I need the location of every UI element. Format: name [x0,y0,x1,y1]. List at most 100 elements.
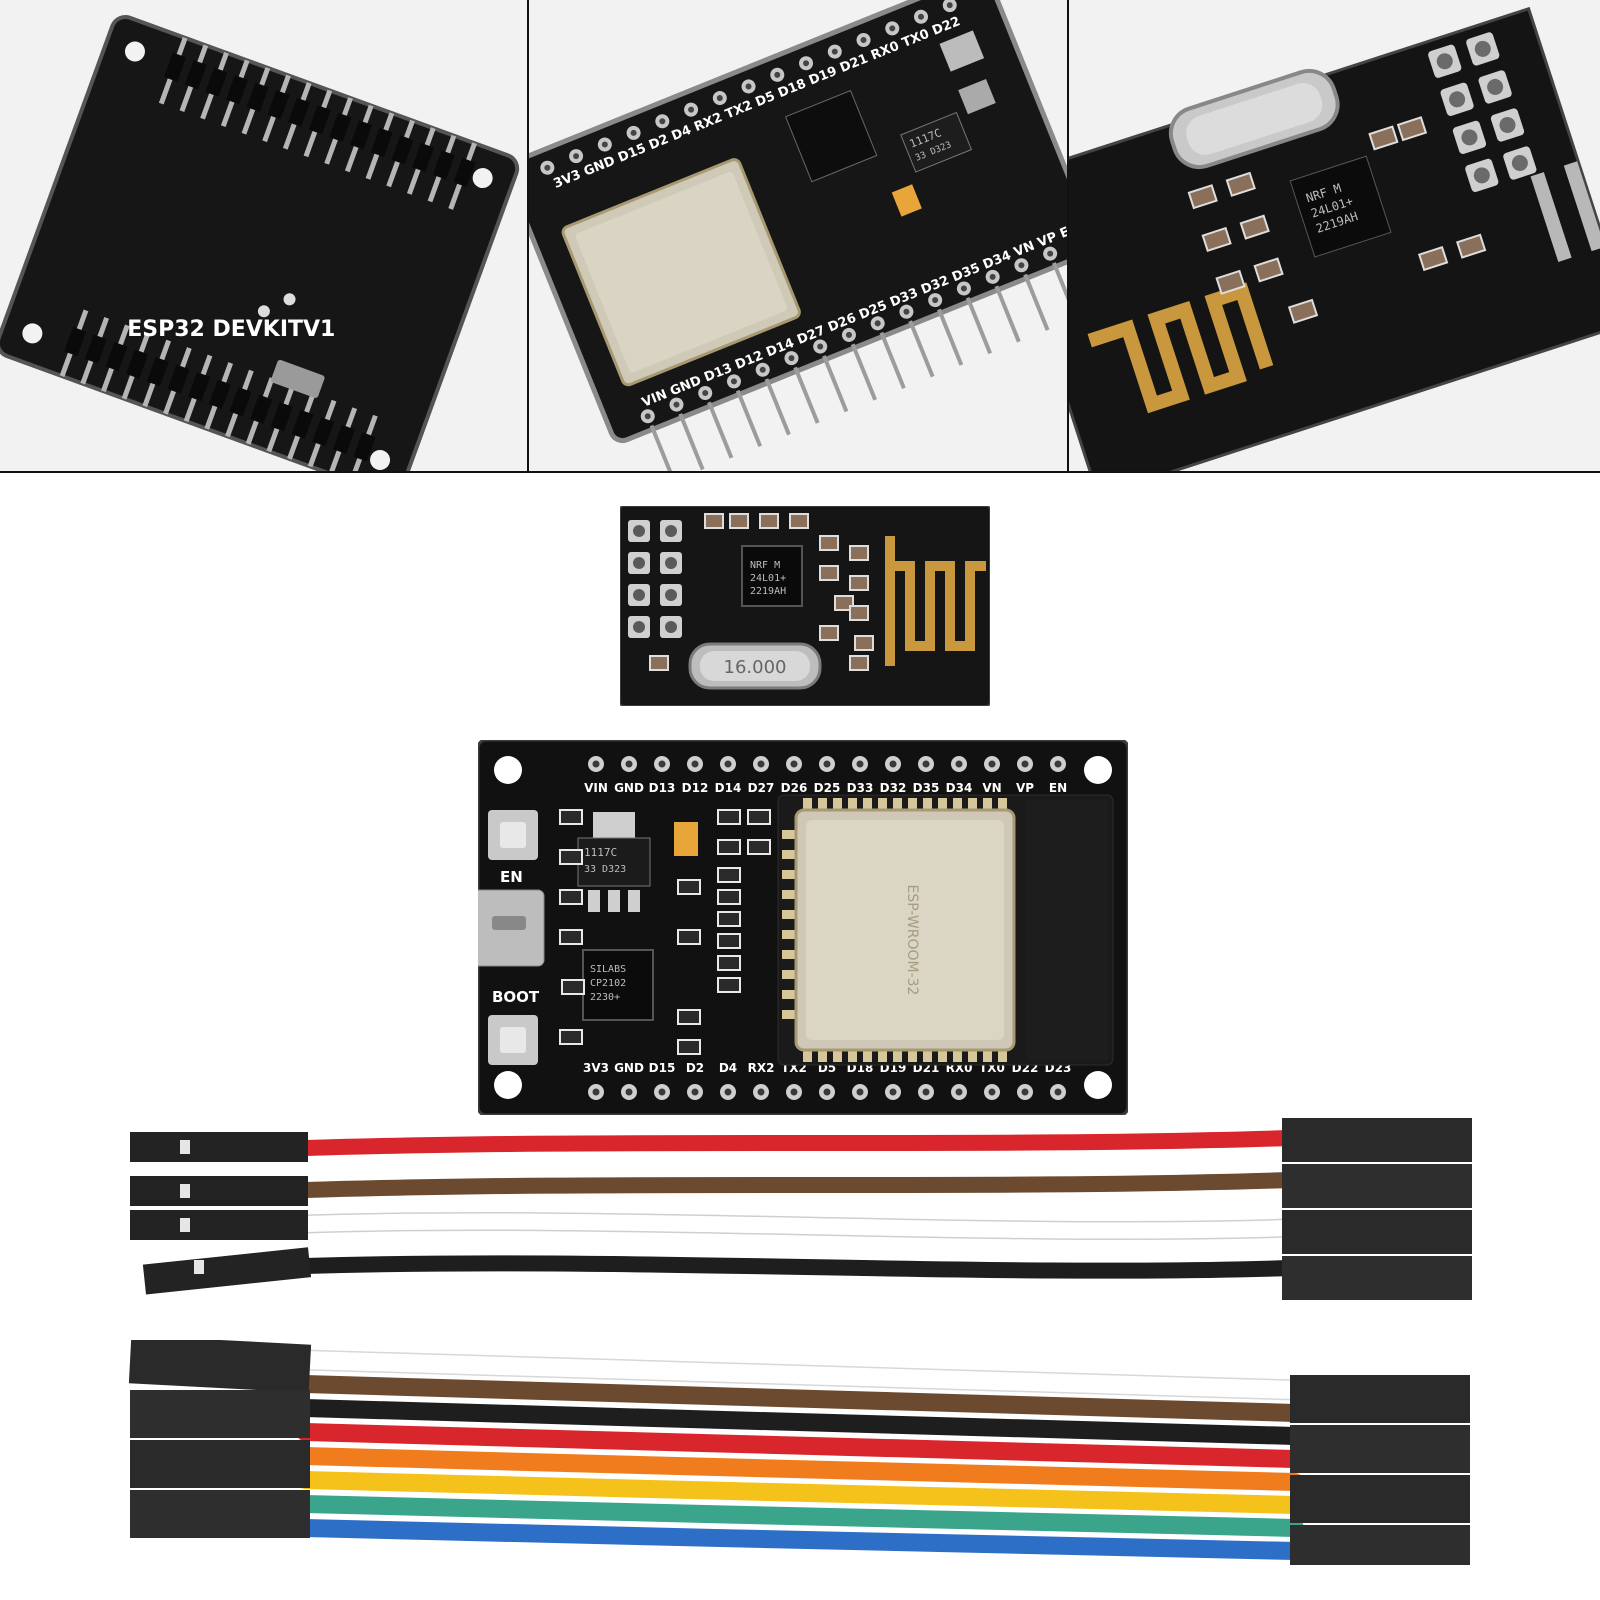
pin-label-top: D12 [682,781,709,795]
smd-component [717,955,741,971]
smd-component [717,977,741,993]
jumper-wire [296,1423,1304,1468]
jumper-wire [296,1471,1304,1514]
smd-component [849,545,869,561]
jumper-wire [297,1130,1298,1156]
smd-component [717,933,741,949]
smd-component [677,879,701,895]
smd-component [759,513,779,529]
smd-component [561,979,585,995]
smd-component [1287,298,1319,324]
smd-component [819,565,839,581]
jumper-wire [296,1495,1304,1537]
smd-component [1396,116,1428,142]
jumper-wire [296,1519,1304,1560]
regulator-code: 33 D323 [584,864,626,875]
smd-component [717,809,741,825]
smd-component [559,1029,583,1045]
nrf24l01-module: NRF M 24L01+ 2219AH 16.000 [620,506,990,706]
module-antenna-area [1026,800,1108,1060]
nrf-chip-line-1: NRF M [750,560,780,571]
board-silk-label: ESP32 DEVKITV1 [127,317,335,342]
jumper-wire [297,1255,1298,1279]
regulator-text: 1117C [584,846,617,859]
pin-label-top: D34 [946,781,973,795]
tantalum-capacitor [674,822,698,856]
pin-label-top: D25 [814,781,841,795]
jumper-wire [297,1172,1298,1198]
smd-component [1187,184,1218,210]
boot-label: BOOT [492,988,540,1006]
smd-component [1417,245,1449,272]
smd-component [1201,226,1232,253]
dupont-cables-four [130,1118,1472,1300]
pin-label-top: D13 [649,781,676,795]
smd-component [747,809,771,825]
nrf-chip-line-3: 2219AH [750,586,786,597]
smd-component [849,575,869,591]
nrf-chip-line-2: 24L01+ [750,573,786,584]
pin-label-top: VIN [584,781,608,795]
smd-component [559,889,583,905]
uart-chip-line-3: 2230+ [590,992,620,1003]
jumper-wire [297,1213,1298,1239]
smd-component [1215,269,1246,295]
smd-component [677,1039,701,1055]
pin-label-bottom: GND [614,1061,644,1075]
smd-component [849,605,869,621]
pcb-antenna [885,536,986,666]
pin-label-top: D33 [847,781,874,795]
smd-component [819,535,839,551]
smd-component [1368,125,1399,151]
pin-label-top: D35 [913,781,940,795]
pin-label-top: VP [1016,781,1034,795]
female-connectors-right [1282,1118,1472,1300]
pin-label-top: GND [614,781,644,795]
smd-component [789,513,809,529]
module-marking: ESP-WROOM-32 [904,885,920,996]
smd-component [559,929,583,945]
crystal-label: 16.000 [724,657,787,678]
pin-label-bottom: D4 [719,1061,737,1075]
smd-component [704,513,724,529]
jumper-wire [296,1375,1304,1422]
usb-uart-chip [582,949,654,1021]
pin-label-bottom: RX2 [748,1061,775,1075]
nrf-closeup-photo: NRF M 24L01+ 2219AH [1069,0,1600,471]
smd-component [1456,233,1487,259]
smd-component [819,625,839,641]
smd-component [717,889,741,905]
pin-label-bottom: 3V3 [583,1061,609,1075]
smd-component [559,849,583,865]
smd-component [649,655,669,671]
smd-component [677,1009,701,1025]
smd-component [849,655,869,671]
smd-component [1239,214,1270,240]
jumper-wire [296,1447,1304,1491]
smd-component [834,595,854,611]
dupont-cables-eight [128,1340,1470,1565]
pin-label-top: D32 [880,781,907,795]
pin-label-top: EN [1049,781,1067,795]
smd-component [729,513,749,529]
jumper-wire [296,1399,1304,1445]
smd-component [854,635,874,651]
jumper-wire [296,1351,1304,1399]
pin-label-bottom: D2 [686,1061,704,1075]
female-connectors-left [128,1340,312,1538]
pin-label-top: D26 [781,781,808,795]
smd-component [1253,257,1284,283]
smd-component [717,911,741,927]
smd-component [717,867,741,883]
pin-label-top: D27 [748,781,775,795]
esp32-devkit-board: VIN GND D13 D12 D14 D27 D26 D25 D33 D32 D35 D34 VN VP… [478,740,1128,1115]
board-angle-photo: 1117C 33 D323 3V3 GND D15 D2 D4 RX2 TX2 … [529,0,1068,471]
pin-label-top: VN [982,781,1001,795]
voltage-regulator [577,837,651,887]
smd-component [1225,171,1256,197]
smd-component [747,839,771,855]
pin-label-top: D14 [715,781,742,795]
pin-label-bottom: D15 [649,1061,676,1075]
smd-component [559,809,583,825]
male-connectors-left [130,1132,312,1295]
